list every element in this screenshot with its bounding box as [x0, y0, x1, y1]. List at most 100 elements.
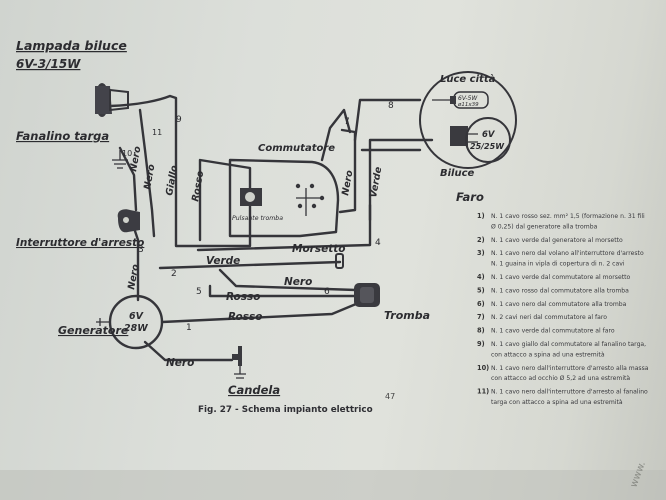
wire-legend: 1) N. 1 cavo rosso sez. mm² 1,5 (formazio… [477, 212, 649, 406]
wire-plug [143, 340, 234, 362]
wire-2 [158, 260, 342, 270]
legend-text: targa con attacco a spina ad una estremi… [491, 398, 623, 406]
wire-label-rosso-low: Rosso [228, 311, 263, 323]
terminal-block-connector [335, 253, 344, 269]
legend-text: N. 1 cavo verde dal commutatore al morse… [491, 274, 630, 281]
wire-10 [118, 146, 138, 212]
wire-number-10: 10 [122, 149, 132, 158]
tail-lamp-label: Fanalino targa [16, 129, 109, 143]
legend-text: N. 1 cavo rosso dal commutatore alla tro… [491, 287, 629, 294]
generator-symbol [96, 294, 164, 350]
wire-numbers: 1 2 3 4 5 6 7 8 9 10 11 [122, 101, 394, 333]
spark-plug-symbol [232, 346, 246, 379]
generator-label: Generatore [58, 324, 129, 337]
wire-5 [208, 284, 358, 298]
legend-text: N. 1 cavo nero dal commutatore alla trom… [491, 301, 627, 308]
wire-label-nero-mid: Nero [284, 276, 312, 288]
switch-internals [240, 183, 325, 216]
bulb-power: 25/25W [470, 142, 505, 151]
wire-label-giallo: Giallo [164, 164, 180, 196]
wire-label-nero-tail-2: Nero [142, 163, 157, 191]
wire-number-11: 11 [152, 128, 162, 137]
wire-8 [353, 98, 422, 142]
legend-text: N. 1 cavo rosso sez. mm² 1,5 (formazione… [491, 213, 645, 220]
dual-bulb-label: Biluce [440, 168, 475, 179]
legend-text: N. 1 cavo verde dal generatore al morset… [491, 237, 623, 244]
legend-text: N. 1 cavo nero dal volano all'interrutto… [491, 250, 644, 257]
wire-number-5: 5 [196, 287, 202, 297]
terminal-block-label: Morsetto [292, 243, 345, 255]
wire-label-nero-tail-1: Nero [128, 145, 143, 173]
lamp-socket [95, 83, 129, 117]
wire-number-6: 6 [324, 287, 330, 297]
city-light-label: Luce città [440, 73, 496, 85]
generator-power: 28W [124, 323, 148, 334]
headlamp-label: Faro [456, 190, 484, 204]
wire-label-nero-plug: Nero [166, 357, 194, 369]
horn-label: Tromba [384, 309, 430, 322]
wires [108, 94, 434, 362]
legend-number: 3) [477, 249, 485, 257]
wire-8-lower [368, 138, 434, 222]
switch-body [228, 158, 340, 238]
horn-symbol [354, 283, 380, 307]
wire-number-3: 3 [138, 245, 144, 255]
wire-number-2: 2 [171, 269, 177, 279]
legend-number: 7) [477, 313, 485, 321]
generator-voltage: 6V [129, 311, 144, 322]
legend-text: con attacco ad occhio Ø 5,2 ad una estre… [491, 374, 630, 382]
wire-label-verde-switch: Verde [368, 166, 384, 199]
wire-color-labels: Nero Nero Giallo Rosso Nero Verde Nero V… [126, 145, 384, 369]
wire-1 [160, 302, 358, 324]
wire-3 [132, 226, 140, 302]
wire-11 [138, 108, 156, 238]
wire-number-9: 9 [176, 115, 182, 125]
wire-label-verde-mid: Verde [206, 255, 240, 267]
wire-label-rosso-switch: Rosso [190, 169, 206, 202]
legend-text: N. 1 cavo giallo dal commutatore al fana… [491, 341, 646, 348]
wire-number-7: 7 [344, 117, 350, 127]
legend-number: 6) [477, 300, 485, 308]
spark-plug-label: Candela [228, 383, 280, 397]
legend-number: 10) [477, 364, 489, 372]
figure-caption: Fig. 27 - Schema impianto elettrico [198, 405, 373, 415]
legend-number: 1) [477, 212, 485, 220]
wire-label-rosso-mid: Rosso [226, 291, 261, 303]
legend-text: N. 2 cavi neri dal commutatore al faro [491, 314, 607, 321]
wire-6 [218, 268, 358, 292]
legend-text: N. 1 guaina in vipla di copertura di n. … [491, 261, 625, 268]
headlamp-symbol [419, 71, 517, 169]
wire-7b [338, 128, 357, 214]
legend-number: 11) [477, 388, 489, 396]
wire-label-nero-gen: Nero [126, 263, 141, 291]
legend-number: 4) [477, 273, 485, 281]
tail-lamp-ground [112, 150, 128, 169]
wire-number-1: 1 [186, 323, 192, 333]
legend-text: N. 1 cavo nero dall'interruttore d'arres… [491, 389, 648, 396]
city-bulb-spec: 6V-5W [458, 95, 478, 102]
legend-number: 2) [477, 236, 485, 244]
wire-7a [320, 108, 352, 162]
wire-4 [196, 203, 372, 252]
kill-switch-symbol [117, 209, 140, 233]
legend-number: 5) [477, 286, 485, 294]
kill-switch-label: Interruttore d'arresto [16, 237, 144, 249]
legend-number: 9) [477, 340, 485, 348]
page-number: 47 [385, 392, 395, 401]
bulb-voltage: 6V [482, 130, 496, 140]
wire-number-8: 8 [388, 101, 394, 111]
component-labels: Lampada biluce 6V-3/15W Fanalino targa I… [16, 38, 505, 397]
wire-label-nero-switch: Nero [340, 169, 355, 197]
horn-button-label: Pulsante tromba [232, 214, 283, 222]
city-bulb-size: ø11x39 [457, 102, 479, 108]
legend-text: N. 1 cavo verde dal commutatore al faro [491, 328, 615, 335]
legend-text: con attacco a spina ad una estremità [491, 350, 605, 358]
wire-number-4: 4 [375, 238, 381, 248]
page-shadow [0, 470, 666, 500]
legend-text: N. 1 cavo nero dall'interruttore d'arres… [491, 365, 649, 372]
legend-number: 8) [477, 327, 485, 335]
legend-text: Ø 0,25) dal generatore alla tromba [491, 222, 598, 230]
lamp-title-label: Lampada biluce [16, 38, 127, 53]
switch-label: Commutatore [258, 143, 335, 154]
